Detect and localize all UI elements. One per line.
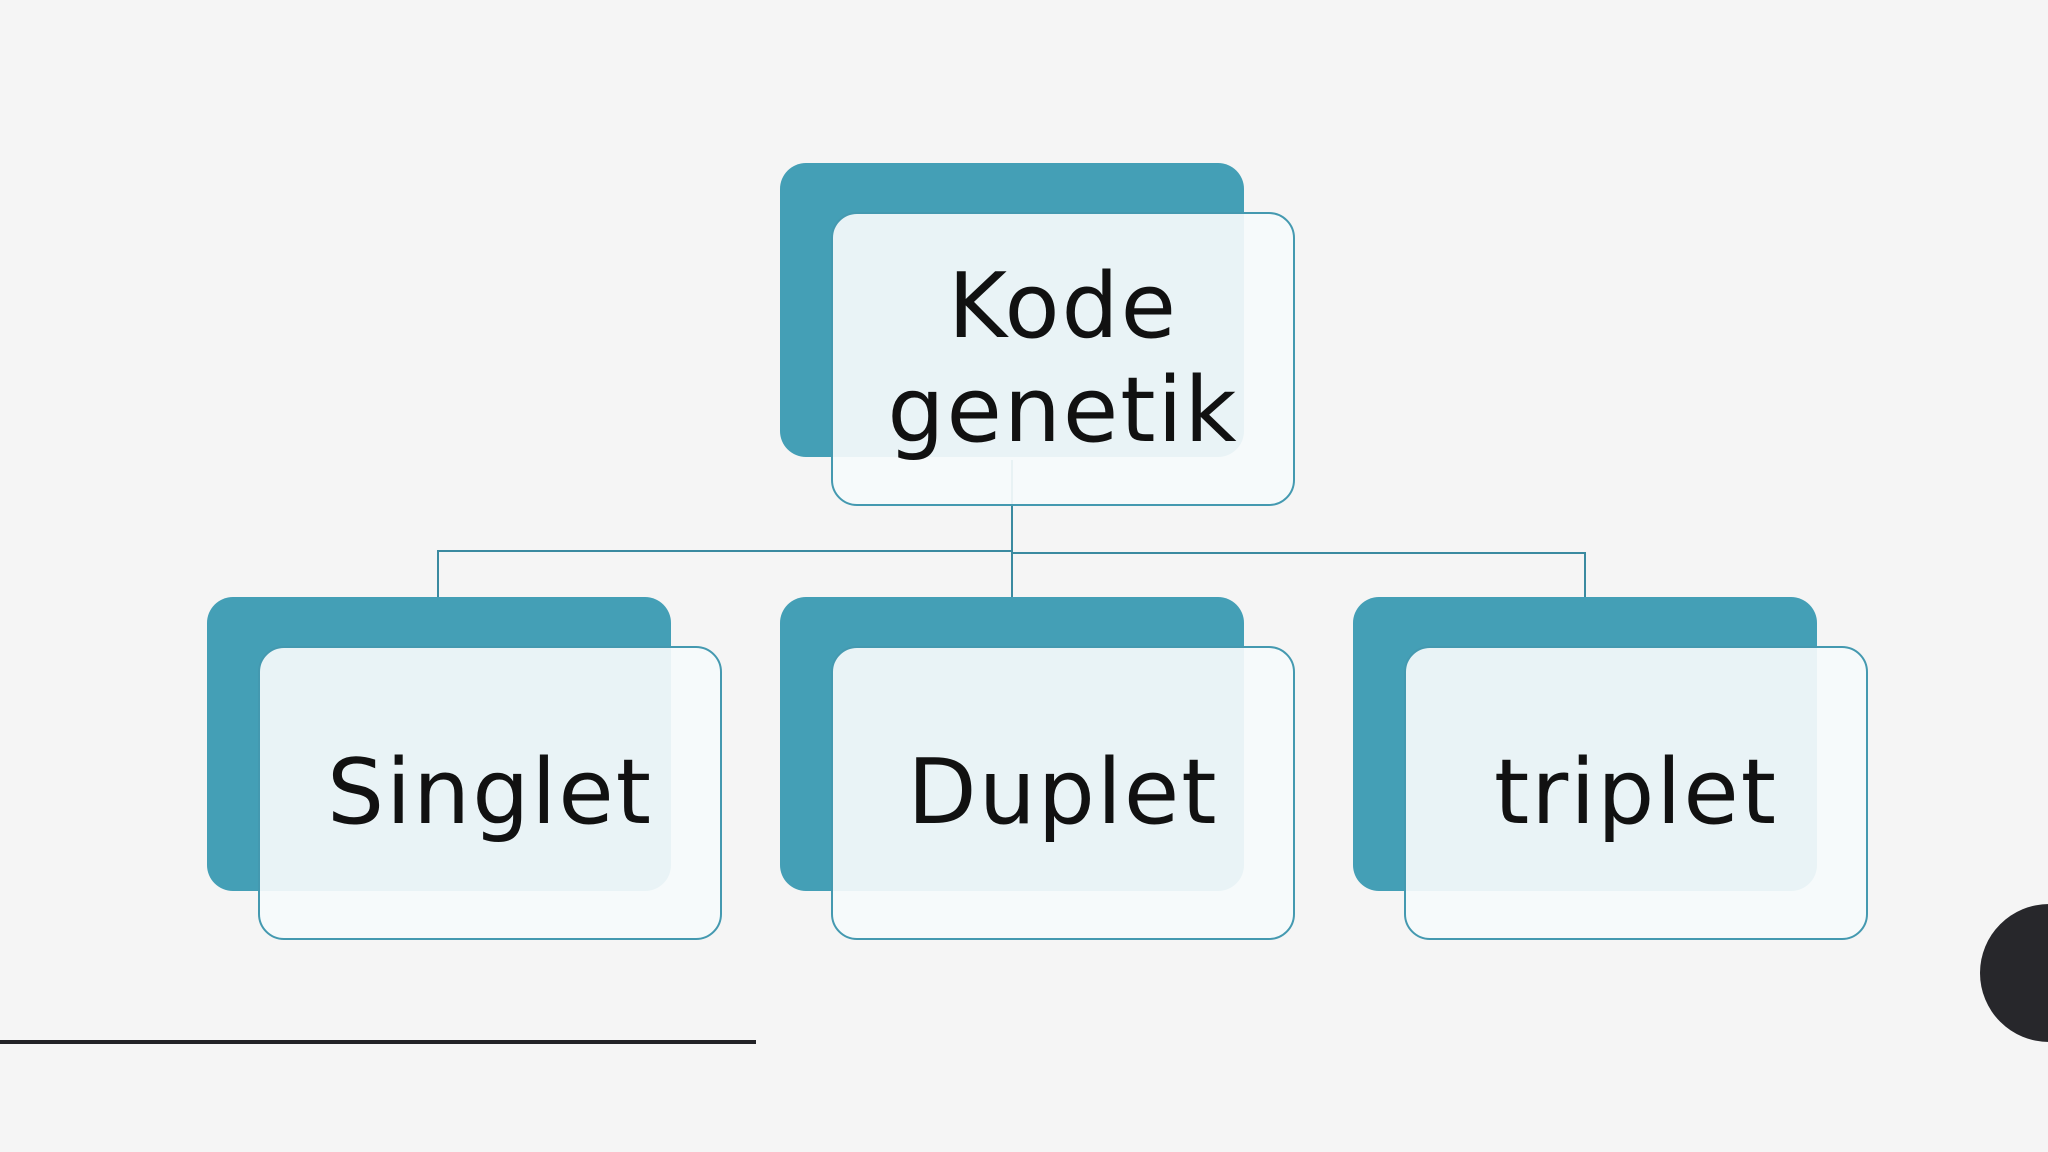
duplet-node-label: Duplet (907, 740, 1219, 845)
triplet-node-label: triplet (1493, 740, 1779, 845)
connector-to-triplet (1012, 552, 1586, 597)
bottom-rule-line (0, 1040, 756, 1044)
duplet-node: Duplet (831, 646, 1295, 940)
root-node-kode-genetik: Kode genetik (831, 212, 1295, 506)
singlet-node-label: Singlet (327, 740, 653, 845)
connector-to-singlet (437, 550, 1012, 597)
singlet-node: Singlet (258, 646, 722, 940)
triplet-node: triplet (1404, 646, 1868, 940)
root-node-label: Kode genetik (887, 254, 1239, 463)
